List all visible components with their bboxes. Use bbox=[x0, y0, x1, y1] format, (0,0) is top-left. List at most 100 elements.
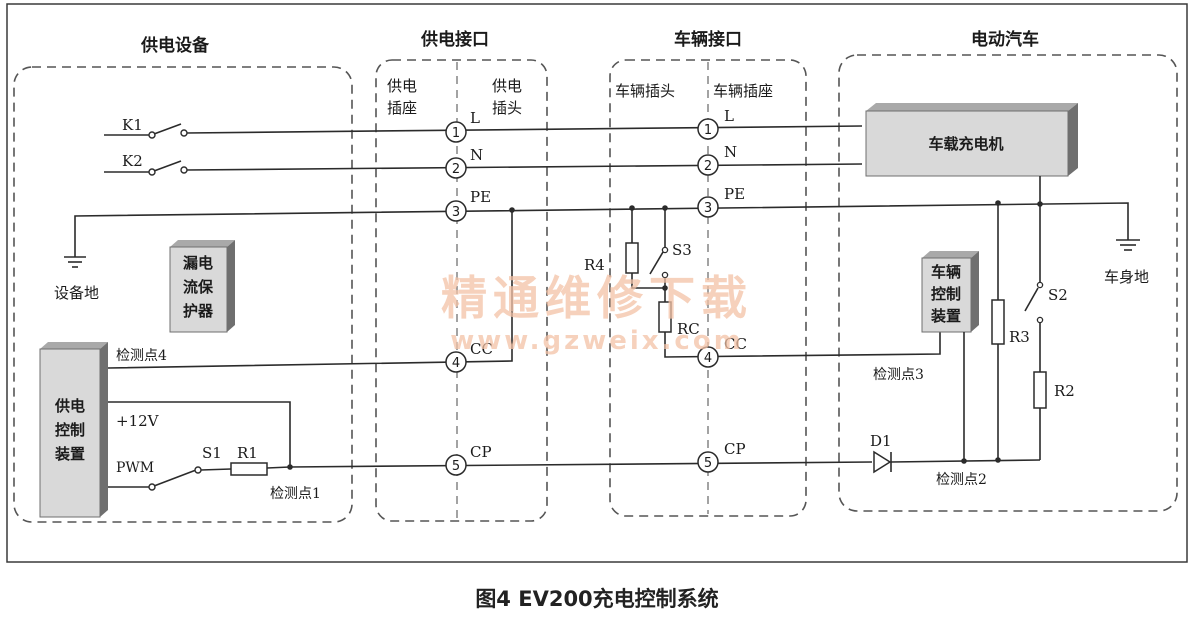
supply-socket-label-2: 插座 bbox=[387, 99, 417, 117]
wire-cc-vehicle bbox=[664, 330, 941, 358]
pin-name-pe-vehicle: PE bbox=[724, 185, 745, 203]
leakage-protector-label-1: 漏电 bbox=[183, 254, 213, 272]
diagram-frame bbox=[6, 3, 1188, 563]
detect-point2-label: 检测点2 bbox=[936, 472, 987, 488]
supply-controller-label-3: 装置 bbox=[54, 445, 85, 463]
plus12v-label: +12V bbox=[116, 412, 160, 430]
watermark-line2: www.gzweix.com bbox=[450, 326, 744, 356]
pin-name-pe-supply: PE bbox=[470, 188, 491, 206]
resistor-rc bbox=[658, 301, 672, 333]
section-title-vehicle-interface: 车辆接口 bbox=[674, 29, 742, 50]
supply-socket-label-1: 供电 bbox=[387, 77, 417, 95]
svg-text:3: 3 bbox=[704, 201, 712, 216]
rc-label: RC bbox=[677, 320, 700, 338]
section-title-supply-interface: 供电接口 bbox=[420, 29, 489, 50]
svg-text:3: 3 bbox=[452, 205, 460, 220]
equipment-ground-label: 设备地 bbox=[54, 284, 99, 302]
svg-text:4: 4 bbox=[452, 356, 460, 371]
pin-1-supply: 1 bbox=[445, 121, 467, 143]
onboard-charger-box bbox=[865, 103, 1078, 177]
vehicle-controller-box bbox=[921, 251, 979, 333]
supply-equipment-region bbox=[13, 66, 353, 523]
detect-point3-label: 检测点3 bbox=[873, 367, 924, 383]
wire-r1-out bbox=[266, 466, 291, 469]
vehicle-plug-label: 车辆插头 bbox=[615, 82, 675, 100]
vehicle-pin-names: L N PE CC CP bbox=[724, 107, 747, 458]
body-ground-icon bbox=[1116, 239, 1140, 251]
supply-interface-region bbox=[375, 59, 548, 522]
diode-d1 bbox=[873, 450, 892, 474]
junction-pe-cc bbox=[509, 207, 515, 213]
svg-text:1: 1 bbox=[704, 123, 712, 138]
electric-vehicle-region bbox=[838, 54, 1178, 512]
leakage-protector-label-2: 流保 bbox=[183, 278, 214, 296]
supply-controller-box bbox=[39, 342, 108, 518]
supply-pins: 1 2 3 4 5 bbox=[445, 121, 467, 476]
supply-controller-label-2: 控制 bbox=[55, 421, 85, 439]
wire-l bbox=[185, 125, 863, 134]
switch-k1 bbox=[104, 123, 188, 139]
onboard-charger-label: 车载充电机 bbox=[928, 135, 1003, 153]
watermark-line1: 精通维修下载 bbox=[441, 271, 753, 325]
pin-2-vehicle: 2 bbox=[697, 154, 719, 176]
pin-4-supply: 4 bbox=[445, 351, 467, 373]
pin-5-supply: 5 bbox=[445, 454, 467, 476]
pin-name-n-vehicle: N bbox=[724, 143, 737, 161]
wire-12v bbox=[108, 401, 291, 467]
detect-point1-label: 检测点1 bbox=[270, 486, 321, 502]
pin-name-l-supply: L bbox=[470, 109, 480, 127]
wire-pe bbox=[74, 202, 1129, 257]
wire-cc-supply bbox=[107, 210, 513, 369]
pin-name-cp-vehicle: CP bbox=[724, 440, 746, 458]
resistor-r1 bbox=[230, 462, 268, 476]
d1-label: D1 bbox=[870, 432, 892, 450]
vehicle-plug-network bbox=[625, 205, 672, 333]
r4-label: R4 bbox=[584, 256, 605, 274]
k2-label: K2 bbox=[122, 152, 143, 170]
pin-1-vehicle: 1 bbox=[697, 118, 719, 140]
supply-plug-label-2: 插头 bbox=[492, 99, 522, 117]
vehicle-controller-label-1: 车辆 bbox=[931, 263, 961, 281]
resistor-r2 bbox=[1033, 371, 1047, 409]
detect-point4-label: 检测点4 bbox=[116, 348, 167, 364]
svg-text:2: 2 bbox=[704, 159, 712, 174]
equipment-ground-icon bbox=[64, 256, 86, 268]
pin-3-vehicle: 3 bbox=[697, 196, 719, 218]
pin-5-vehicle: 5 bbox=[697, 451, 719, 473]
body-ground-label: 车身地 bbox=[1104, 268, 1149, 286]
resistor-r4 bbox=[625, 242, 639, 274]
leakage-protector-label-3: 护器 bbox=[183, 302, 214, 320]
vehicle-interface-region bbox=[609, 59, 807, 517]
pin-name-cc-vehicle: CC bbox=[724, 335, 747, 353]
svg-text:4: 4 bbox=[704, 351, 712, 366]
r3-label: R3 bbox=[1009, 328, 1030, 346]
pin-name-n-supply: N bbox=[470, 146, 483, 164]
resistor-r3 bbox=[991, 299, 1005, 345]
switch-k2 bbox=[104, 160, 188, 176]
pin-2-supply: 2 bbox=[445, 157, 467, 179]
vehicle-controller-label-3: 装置 bbox=[930, 307, 961, 325]
pin-3-supply: 3 bbox=[445, 200, 467, 222]
figure-caption: 图4 EV200充电控制系统 bbox=[475, 587, 718, 611]
svg-text:1: 1 bbox=[452, 126, 460, 141]
r1-label: R1 bbox=[237, 444, 258, 462]
vehicle-controller-label-2: 控制 bbox=[931, 285, 961, 303]
pin-name-cc-supply: CC bbox=[470, 340, 493, 358]
svg-text:2: 2 bbox=[452, 162, 460, 177]
supply-controller-label-1: 供电 bbox=[54, 397, 85, 415]
section-title-electric-vehicle: 电动汽车 bbox=[971, 29, 1039, 50]
pwm-label: PWM bbox=[116, 460, 154, 476]
switch-s2 bbox=[1024, 287, 1039, 312]
pin-name-cp-supply: CP bbox=[470, 443, 492, 461]
vehicle-pins: 1 2 3 4 5 bbox=[697, 118, 719, 473]
pin-4-vehicle: 4 bbox=[697, 346, 719, 368]
k1-label: K1 bbox=[122, 116, 143, 134]
leakage-protector-box bbox=[169, 240, 235, 333]
s3-label: S3 bbox=[672, 241, 692, 259]
switch-s3 bbox=[649, 251, 664, 275]
pin-name-l-vehicle: L bbox=[724, 107, 734, 125]
switch-s1 bbox=[108, 466, 232, 491]
s2-label: S2 bbox=[1048, 286, 1068, 304]
vehicle-socket-label: 车辆插座 bbox=[713, 82, 773, 100]
